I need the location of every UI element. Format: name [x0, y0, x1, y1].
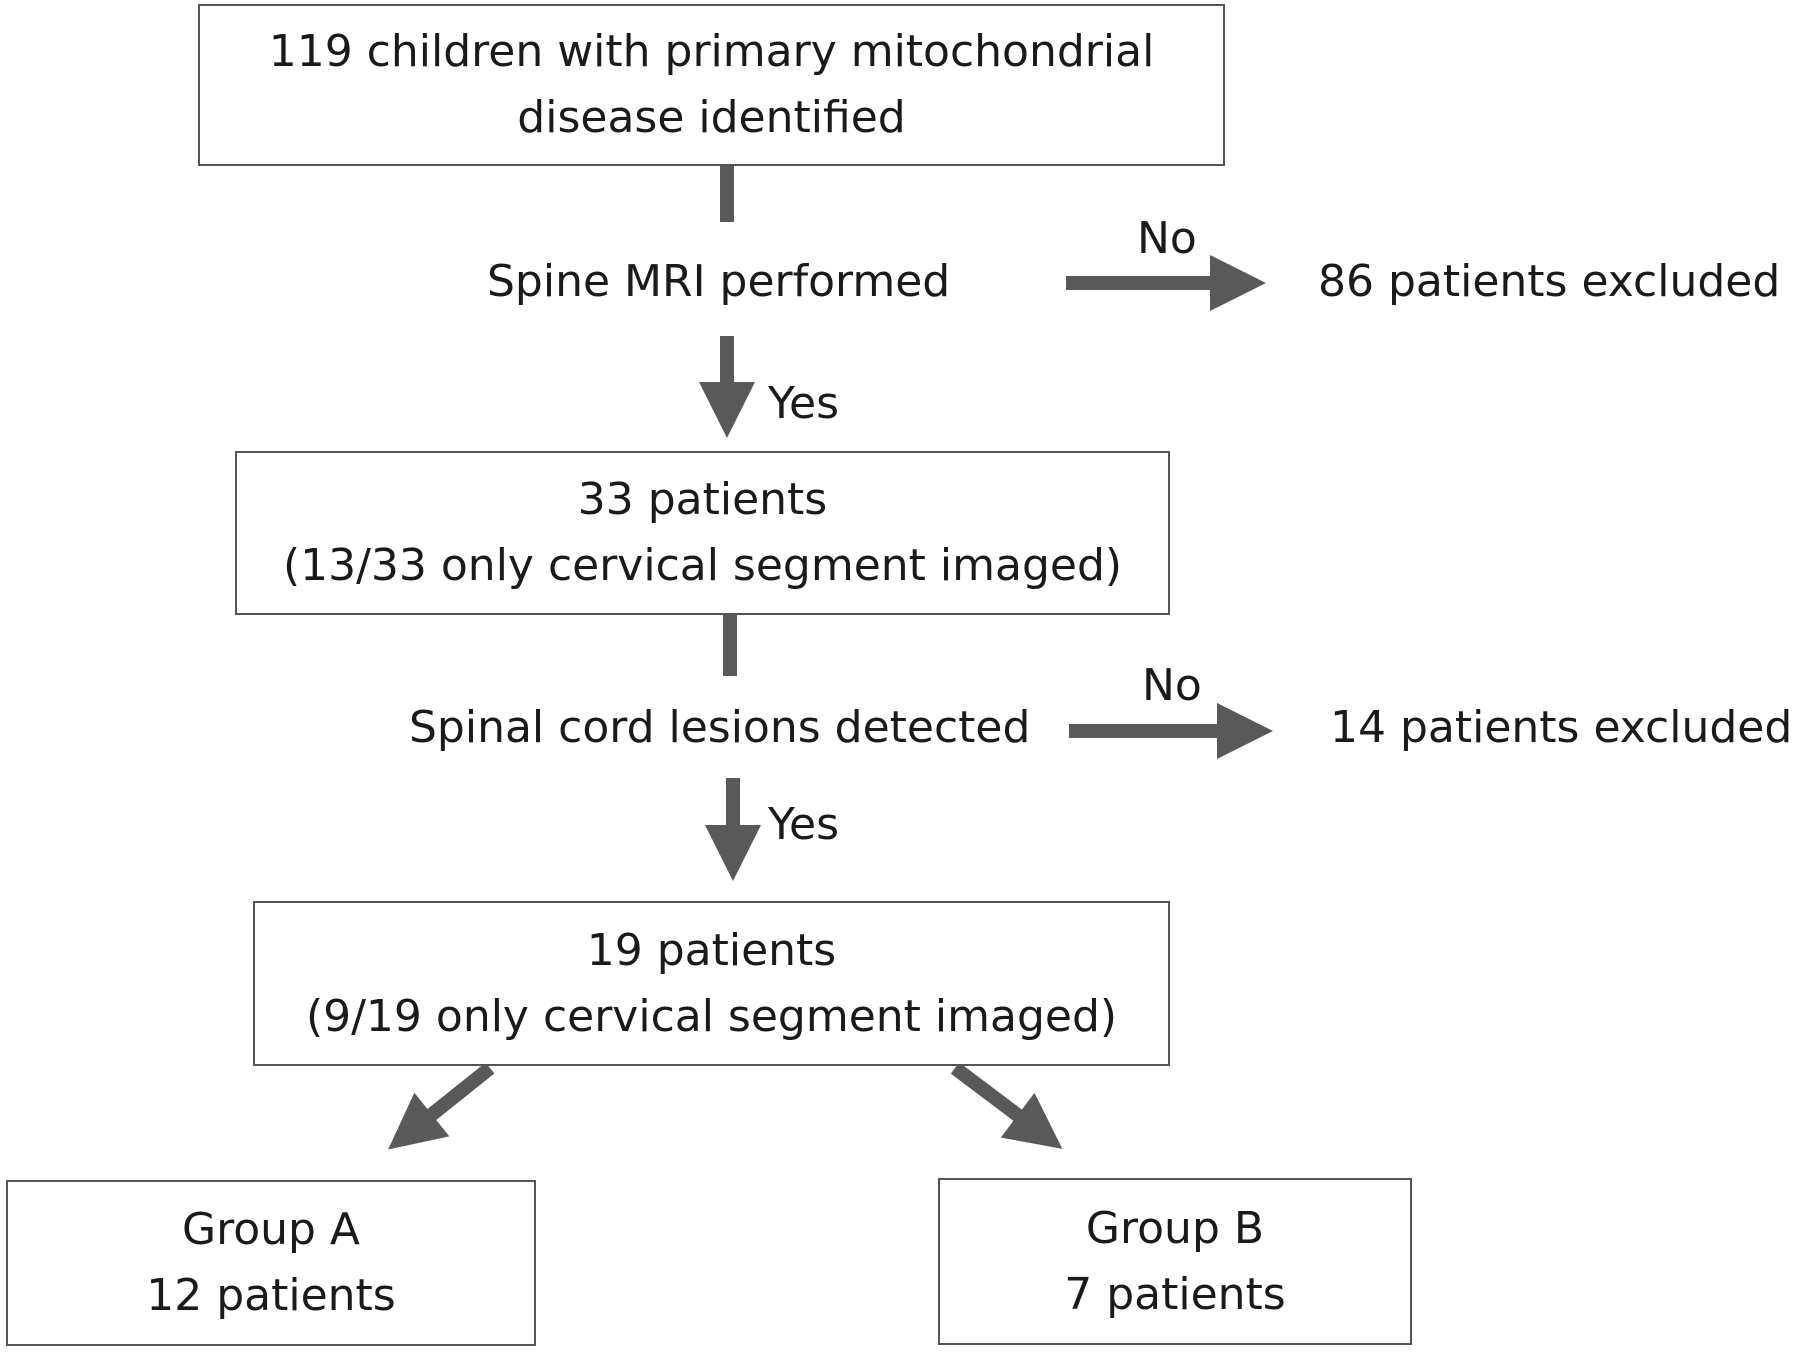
edge-label-no-2: No	[1142, 660, 1202, 711]
group-a-title: Group A	[181, 1204, 361, 1255]
final-line-2: (9/19 only cervical segment imaged)	[305, 990, 1118, 1042]
mid-box: 33 patients (13/33 only cervical segment…	[235, 451, 1170, 615]
group-a-box: Group A 12 patients	[6, 1180, 536, 1346]
excluded-14: 14 patients excluded	[1330, 702, 1793, 753]
edge-label-yes-1: Yes	[768, 378, 840, 429]
group-a-count: 12 patients	[146, 1270, 396, 1321]
final-box: 19 patients (9/19 only cervical segment …	[253, 901, 1170, 1066]
start-line-2: disease identified	[517, 92, 906, 143]
group-b-count: 7 patients	[1064, 1268, 1286, 1320]
decision-spine-mri: Spine MRI performed	[487, 256, 951, 307]
mid-line-1: 33 patients	[577, 474, 828, 525]
arrow-to-group-b	[950, 1062, 1063, 1149]
decision-spinal-lesions: Spinal cord lesions detected	[409, 702, 1031, 753]
final-line-1: 19 patients	[586, 924, 837, 976]
mid-line-2: (13/33 only cervical segment imaged)	[282, 540, 1123, 591]
edge-label-no-1: No	[1137, 213, 1197, 264]
start-box: 119 children with primary mitochondrial …	[198, 4, 1225, 166]
edge-label-yes-2: Yes	[768, 799, 840, 850]
excluded-86: 86 patients excluded	[1318, 256, 1781, 307]
arrow-to-group-a	[388, 1062, 495, 1150]
start-line-1: 119 children with primary mitochondrial	[268, 26, 1155, 77]
group-b-box: Group B 7 patients	[938, 1178, 1412, 1345]
group-b-title: Group B	[1085, 1202, 1265, 1254]
